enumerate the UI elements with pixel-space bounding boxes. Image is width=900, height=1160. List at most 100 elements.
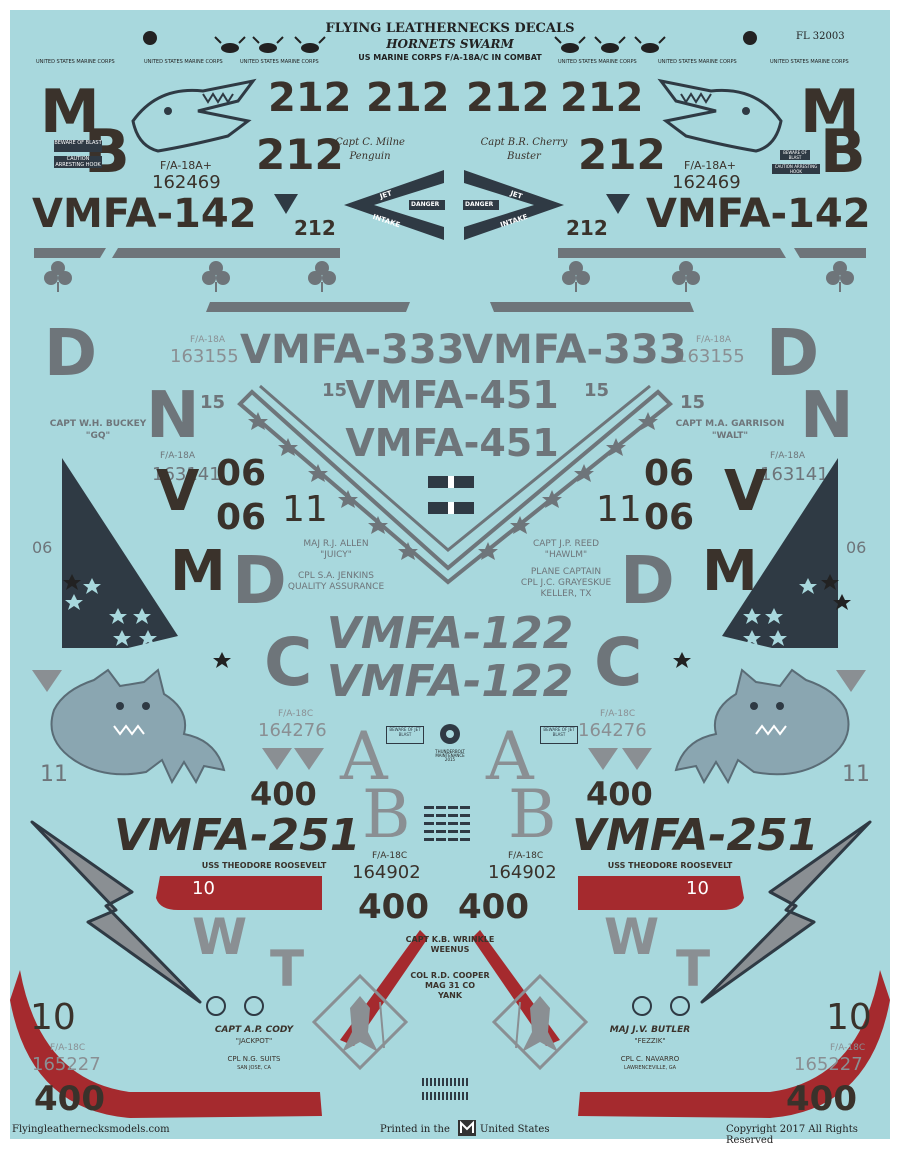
devil-insignia-icon [311, 973, 409, 1071]
bureau-number: 164902 [488, 862, 557, 883]
modex-10: 10 [826, 997, 872, 1038]
bureau-type: F/A-18C [50, 1043, 86, 1053]
usmc-label: UNITED STATES MARINE CORPS [658, 59, 737, 65]
caution-placard: CAUTION ARRESTING HOOK [772, 164, 820, 174]
modex-06: 06 [644, 453, 695, 494]
tail-code-b: B [362, 776, 411, 853]
danger-label: DANGER [465, 201, 494, 208]
crew-name: CAPT J.P. REED [532, 539, 600, 549]
header-emblems-icon [143, 31, 757, 53]
modex-400: 400 [458, 887, 529, 927]
star-chevron-stripe [237, 384, 673, 585]
tail-code-t: T [676, 940, 711, 998]
sheet-subtitle: HORNETS SWARM [386, 37, 514, 51]
triangle-insignia-icon [32, 670, 62, 692]
squadron-vmfa142: VMFA-142 [646, 191, 871, 237]
bureau-type: F/A-18C [508, 851, 544, 861]
tail-code-m-right: M [800, 77, 860, 147]
tail-code-n: N [800, 379, 854, 453]
crew-callsign: YANK [437, 991, 463, 1000]
crew-name: CPL N.G. SUITS [227, 1055, 281, 1063]
crew-home: KELLER, TX [540, 589, 592, 599]
modex-15: 15 [584, 380, 610, 401]
bureau-number: 162469 [152, 172, 221, 193]
modex-06-small: 06 [32, 538, 53, 557]
number-11: 11 [282, 489, 328, 530]
squadron-vmfa251: VMFA-251 [114, 810, 361, 861]
stencil-markings [422, 1078, 468, 1100]
crew-unit: MAG 31 CO [424, 981, 476, 990]
bureau-number: 163141 [760, 464, 829, 485]
modex-10-red: 10 [192, 878, 215, 899]
number-11: 11 [842, 762, 870, 787]
modex-06: 06 [216, 453, 267, 494]
bureau-type: F/A-18C [372, 851, 408, 861]
triangle-insignia-icon [294, 748, 324, 770]
devil-insignia-icon [491, 973, 589, 1071]
pilot-name: Capt B.R. Cherry [480, 137, 568, 148]
tail-code-v: V [156, 459, 200, 524]
bureau-type: F/A-18C [600, 709, 636, 719]
lightning-bolt-right [700, 820, 872, 1004]
modex-212: 212 [366, 75, 450, 121]
printed-label: United States [480, 1124, 550, 1135]
bureau-type: F/A-18C [278, 709, 314, 719]
crew-name: CPL S.A. JENKINS [298, 571, 374, 581]
crew-callsign: "FEZZIK" [634, 1037, 666, 1045]
bureau-type: F/A-18A [190, 335, 226, 345]
tail-code-a: A [486, 718, 534, 795]
modex-212-small: 212 [294, 216, 336, 240]
crew-name: MAJ R.J. ALLEN [303, 539, 369, 549]
thunderbolt-label: THUNDERBOLT MAINTENANCE 2015 [435, 749, 465, 762]
number-11: 11 [596, 489, 642, 530]
bureau-type: F/A-18C [830, 1043, 866, 1053]
werewolf-emblem-icon [50, 668, 226, 785]
sheet-subtitle-2: US MARINE CORPS F/A-18A/C IN COMBAT [358, 53, 542, 62]
usmc-label: UNITED STATES MARINE CORPS [770, 59, 849, 65]
bureau-number: 164902 [352, 862, 421, 883]
modex-10: 10 [30, 997, 76, 1038]
crew-name: COL R.D. COOPER [410, 971, 490, 980]
danger-label: DANGER [411, 201, 440, 208]
modex-212-large: 212 [256, 130, 344, 179]
modex-212-small: 212 [566, 216, 608, 240]
usmc-emblem-icon [440, 724, 460, 744]
crew-home: LAWRENCEVILLE, GA [623, 1065, 677, 1071]
bureau-number: 163155 [170, 346, 239, 367]
number-11: 11 [40, 762, 68, 787]
tail-code-a: A [340, 718, 388, 795]
gator-head-icon [657, 78, 783, 153]
tail-code-n: N [146, 379, 200, 453]
crew-role: PLANE CAPTAIN [530, 567, 602, 577]
bureau-number: 164276 [258, 720, 327, 741]
printed-label: Printed in the [380, 1124, 450, 1135]
triangle-insignia-icon [606, 194, 630, 214]
crew-callsign: "HAWLM" [544, 550, 588, 560]
pilot-callsign: "GQ" [85, 431, 111, 441]
squadron-vmfa333: VMFA-333 [240, 327, 465, 373]
tail-code-w: W [192, 908, 248, 966]
modex-06: 06 [216, 497, 267, 538]
triangle-insignia-icon [622, 748, 652, 770]
modex-400: 400 [358, 887, 429, 927]
tail-code-c: C [264, 624, 313, 701]
pilot-name: CAPT W.H. BUCKEY [49, 419, 147, 429]
modex-212: 212 [466, 75, 550, 121]
tail-code-d: D [620, 542, 675, 619]
modex-212: 212 [268, 75, 352, 121]
crew-name: CAPT K.B. WRINKLE [405, 935, 495, 944]
gator-head-icon [131, 78, 257, 153]
tail-code-c: C [594, 624, 643, 701]
bureau-number: 163155 [676, 346, 745, 367]
formation-light-icon [428, 476, 474, 514]
bureau-number: 163141 [152, 464, 221, 485]
tail-code-d: D [232, 542, 287, 619]
modex-400: 400 [34, 1079, 105, 1119]
website-link[interactable]: Flyingleathernecksmodels.com [12, 1124, 170, 1135]
beware-placard: BEWARE OF BLAST [780, 150, 810, 160]
jet-intake-chevrons [344, 170, 564, 240]
tail-code-t: T [270, 940, 305, 998]
tail-code-b-right: B [820, 117, 866, 187]
decal-sheet: FLYING LEATHERNECKS DECALS HORNETS SWARM… [10, 10, 890, 1139]
tail-code-d: D [44, 317, 98, 391]
